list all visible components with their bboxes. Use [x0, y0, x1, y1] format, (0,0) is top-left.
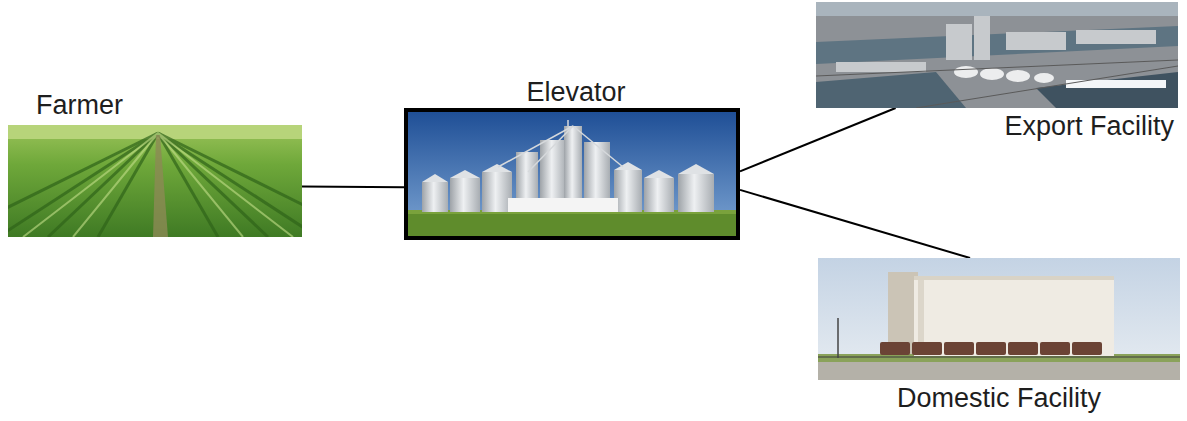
connector-line — [740, 190, 970, 258]
grain-elevator-photo — [408, 112, 736, 236]
photo-node: Farmer — [8, 125, 302, 237]
rail-terminal-photo — [818, 258, 1180, 380]
photo-node: Elevator — [404, 108, 740, 240]
node-label: Farmer — [36, 91, 123, 121]
node-label: Domestic Facility — [897, 384, 1101, 414]
photo-node: Export Facility — [816, 2, 1178, 108]
port-aerial-photo — [816, 2, 1178, 108]
connector-line — [302, 186, 404, 189]
corn-field-photo — [8, 125, 302, 237]
node-label: Elevator — [526, 78, 625, 108]
photo-node: Domestic Facility — [818, 258, 1180, 380]
node-label: Export Facility — [1004, 112, 1174, 142]
connector-line — [740, 108, 896, 171]
